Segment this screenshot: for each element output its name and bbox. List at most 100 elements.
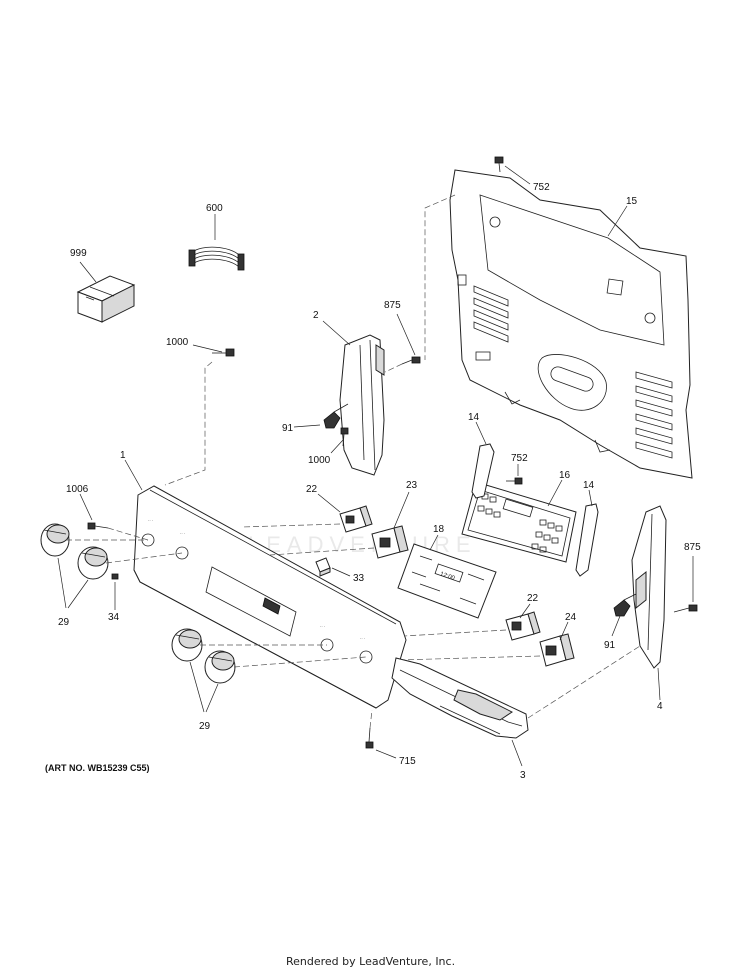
screw-1006[interactable] <box>87 522 109 530</box>
callout-24: 24 <box>565 612 577 623</box>
part-14-bracket-right[interactable] <box>575 503 599 577</box>
leader-14-right <box>588 489 593 507</box>
vents-right <box>635 371 673 459</box>
svg-text:·· ·: ·· · <box>180 531 185 536</box>
part-29-knob-c[interactable] <box>171 628 203 662</box>
callout-752-top: 752 <box>533 182 550 193</box>
leader-14-left <box>475 421 487 445</box>
dashed-1006 <box>107 527 149 541</box>
callout-600: 600 <box>206 203 223 214</box>
part-16-control-board[interactable] <box>461 481 577 563</box>
part-2-left-bracket[interactable] <box>339 334 385 476</box>
screw-715[interactable] <box>365 727 374 749</box>
callout-4: 4 <box>657 701 663 712</box>
leader-1000-bracket <box>330 439 344 454</box>
footer-credit: Rendered by LeadVenture, Inc. <box>286 955 455 968</box>
leader-1000-top <box>192 344 223 353</box>
part-23-switch[interactable] <box>371 525 409 559</box>
dashed-875-left <box>384 363 403 373</box>
part-29-knob-d[interactable] <box>204 650 236 684</box>
leader-4 <box>657 667 661 701</box>
part-4-right-bracket[interactable] <box>631 505 667 669</box>
svg-text:·· ·: ·· · <box>148 518 153 523</box>
part-22-switch-top[interactable] <box>339 505 373 533</box>
dashed-23 <box>269 547 375 556</box>
part-3-trim[interactable] <box>391 657 529 739</box>
dashed-1000-top <box>164 361 213 486</box>
leader-91-left <box>293 424 321 428</box>
callout-29-left: 29 <box>58 617 70 628</box>
leader-24 <box>559 621 569 641</box>
part-15-back-panel[interactable] <box>449 169 693 479</box>
leader-2 <box>322 320 351 346</box>
callout-14-right: 14 <box>583 480 595 491</box>
part-14-bracket-left[interactable] <box>471 443 495 499</box>
leader-33 <box>331 567 351 577</box>
callout-999: 999 <box>70 248 87 259</box>
callout-16: 16 <box>559 470 571 481</box>
part-29-knob-a[interactable] <box>40 523 70 557</box>
callout-22-top: 22 <box>306 484 318 495</box>
leader-1 <box>124 459 143 491</box>
part-24-switch[interactable] <box>539 633 575 667</box>
dashed-3-to-4 <box>527 645 641 719</box>
part-34-clip[interactable] <box>111 573 119 580</box>
callout-14-left: 14 <box>468 412 480 423</box>
screw-875-right[interactable] <box>673 604 698 613</box>
screw-752-top[interactable] <box>494 156 504 173</box>
svg-text:·· ·: ·· · <box>320 624 325 629</box>
callout-33: 33 <box>353 573 365 584</box>
screw-1000-top[interactable] <box>212 348 235 357</box>
part-1-control-panel[interactable]: ·· · ·· · ·· · ·· · <box>133 485 407 709</box>
callout-15: 15 <box>626 196 638 207</box>
part-33-clip[interactable] <box>315 557 331 577</box>
part-91-left-hinge[interactable] <box>323 403 349 429</box>
leader-999 <box>79 261 97 283</box>
leader-23 <box>393 491 410 529</box>
part-22-switch-bottom[interactable] <box>505 611 541 641</box>
callout-29-bottom: 29 <box>199 721 211 732</box>
callout-23: 23 <box>406 480 418 491</box>
callout-1000-bracket: 1000 <box>308 455 331 466</box>
part-600-harness[interactable] <box>188 246 245 271</box>
leader-29a-2 <box>67 579 89 609</box>
dashed-knob-b <box>105 552 183 564</box>
callout-3: 3 <box>520 770 526 781</box>
leader-91-right <box>611 615 621 637</box>
leader-29b-2 <box>205 683 219 713</box>
leader-29b-1 <box>189 661 205 713</box>
leader-715 <box>375 749 397 759</box>
part-91-right-hinge[interactable] <box>613 593 637 617</box>
dashed-15-to-2 <box>424 194 456 360</box>
callout-1000-top: 1000 <box>166 337 189 348</box>
callout-875-right: 875 <box>684 542 701 553</box>
leader-29a-1 <box>57 557 67 609</box>
screw-1000-bracket[interactable] <box>340 427 349 447</box>
leader-15 <box>607 205 628 237</box>
leader-752-top <box>504 165 531 185</box>
callout-22-bottom: 22 <box>527 593 539 604</box>
callout-715: 715 <box>399 756 416 767</box>
callout-2: 2 <box>313 310 319 321</box>
callout-34: 34 <box>108 612 120 623</box>
art-number: (ART NO. WB15239 C55) <box>45 763 150 773</box>
leader-3 <box>511 739 523 767</box>
leader-22-bottom <box>519 603 531 619</box>
vents-left <box>473 285 509 343</box>
dashed-22-top <box>241 523 341 528</box>
callout-1: 1 <box>120 450 126 461</box>
leader-22-top <box>317 493 341 513</box>
callout-1006: 1006 <box>66 484 89 495</box>
overlay-display-time: 12:00 <box>439 571 456 582</box>
part-999-box[interactable] <box>76 275 136 323</box>
screw-875-left[interactable] <box>401 356 421 365</box>
part-18-overlay[interactable]: 12:00 <box>397 543 497 619</box>
board-buttons <box>477 493 563 553</box>
dashed-knob-d <box>233 656 367 668</box>
part-29-knob-b[interactable] <box>77 546 109 580</box>
leader-1006 <box>79 493 93 521</box>
callout-91-left: 91 <box>282 423 294 434</box>
leader-16 <box>547 479 563 507</box>
screw-752-board[interactable] <box>506 477 523 485</box>
